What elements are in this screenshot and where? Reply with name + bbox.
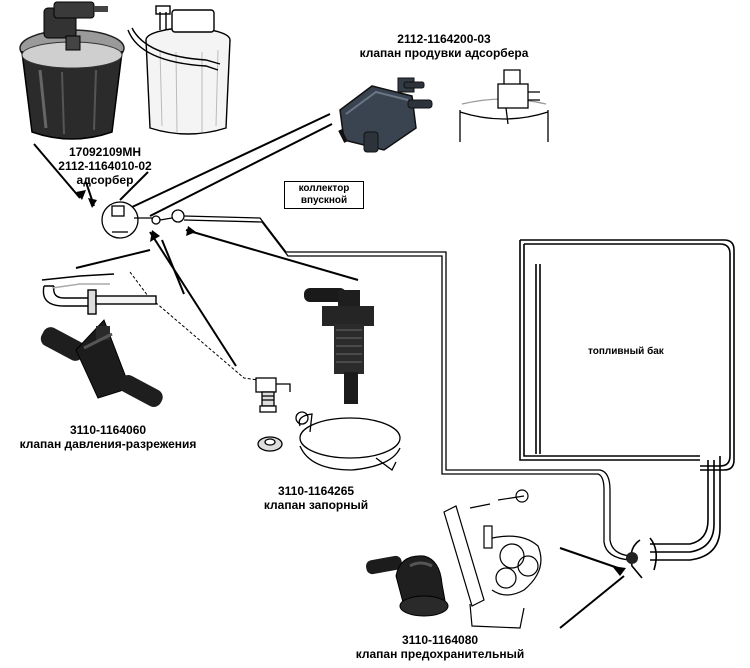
safety-valve-symbol — [559, 547, 638, 629]
dashed-connector — [129, 271, 259, 381]
shutoff-valve-label-line2: клапан запорный — [263, 498, 369, 512]
adsorber-label-line3: адсорбер — [76, 173, 134, 187]
safety-valve-label-line2: клапан предохранительный — [355, 647, 525, 661]
intake-manifold-label-line2: впускной — [300, 195, 348, 206]
pressure-valve-label-line2: клапан давления-разрежения — [19, 437, 197, 451]
safety-valve-label: 3110-1164080 клапан предохранительный — [340, 633, 540, 661]
purge-valve-drawing — [459, 69, 549, 142]
safety-valve-label-line1: 3110-1164080 — [401, 633, 479, 647]
adsorber-label-line1: 17092109МН — [68, 145, 142, 159]
adsorber-label-line2: 2112-1164010-02 — [58, 159, 152, 173]
adsorber-label: 17092109МН 2112-1164010-02 адсорбер — [30, 145, 180, 187]
shutoff-valve-label: 3110-1164265 клапан запорный — [246, 484, 386, 512]
adsorber-drawing — [127, 5, 231, 135]
pressure-valve-label: 3110-1164060 клапан давления-разрежения — [0, 423, 216, 451]
pressure-valve-photo — [40, 319, 163, 407]
intake-manifold-label-line1: коллектор — [298, 183, 350, 194]
purge-valve-label-line2: клапан продувки адсорбера — [359, 46, 529, 60]
purge-valve-photo — [338, 77, 433, 153]
pressure-valve-label-line1: 3110-1164060 — [69, 423, 147, 437]
schematic-adsorber-symbol — [101, 201, 631, 561]
filler-neck-drawing — [443, 489, 542, 629]
shutoff-valve-drawing — [255, 377, 401, 471]
shutoff-valve-photo — [304, 288, 374, 404]
adsorber-photo — [19, 1, 125, 140]
pressure-valve-drawing — [41, 273, 157, 315]
intake-manifold-label: коллектор впускной — [284, 181, 364, 209]
fuel-tank — [519, 239, 735, 579]
fuel-tank-label: топливный бак — [588, 346, 664, 357]
shutoff-valve-label-line1: 3110-1164265 — [277, 484, 355, 498]
safety-valve-photo — [366, 555, 449, 617]
purge-valve-label: 2112-1164200-03 клапан продувки адсорбер… — [332, 32, 556, 60]
purge-valve-label-line1: 2112-1164200-03 — [397, 32, 491, 46]
arrowheads — [76, 190, 626, 576]
schematic-lines — [33, 113, 359, 367]
